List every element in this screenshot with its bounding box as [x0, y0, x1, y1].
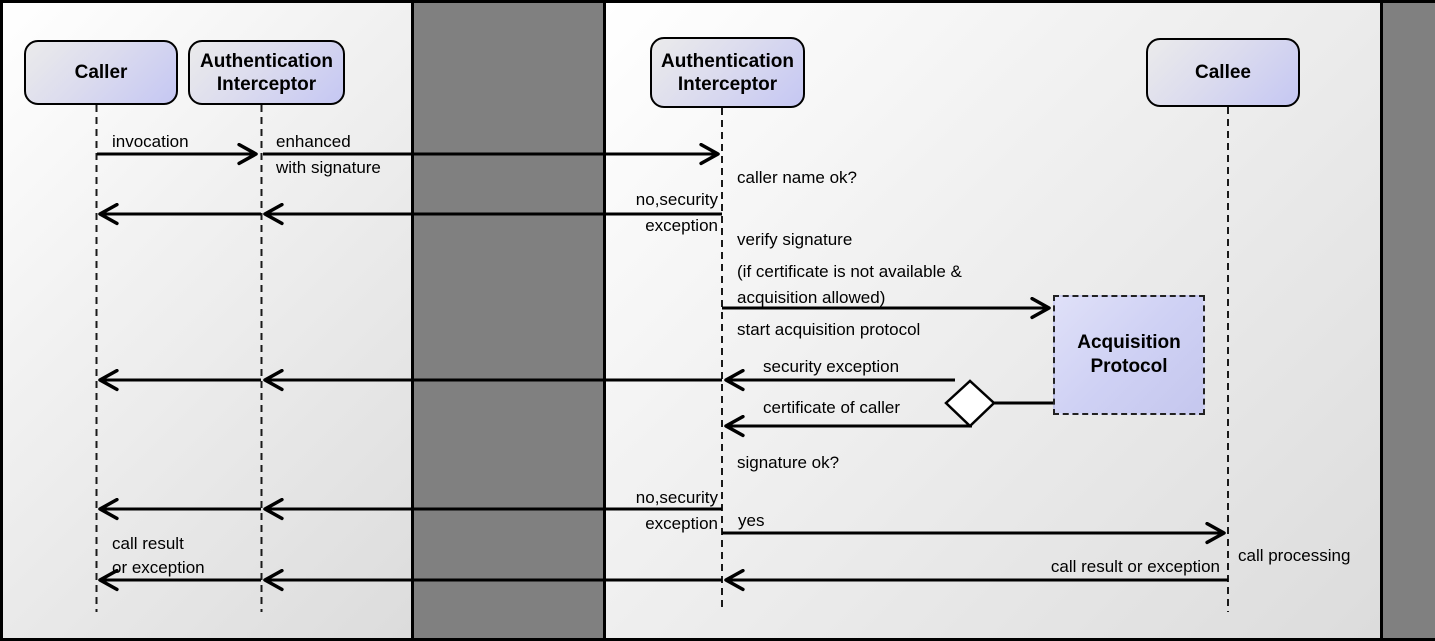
- label-caller-name-ok: caller name ok?: [737, 168, 858, 187]
- label-certificate-of-caller: certificate of caller: [763, 398, 900, 417]
- acquisition-protocol-box: Acquisition Protocol: [1053, 295, 1205, 415]
- label-security-exception: security exception: [763, 357, 900, 376]
- actor-box-caller: Caller: [24, 40, 178, 105]
- label-call-result-or-exception-left: call result or exception: [112, 534, 205, 577]
- actor-box-callee: Callee: [1146, 38, 1300, 107]
- label-start-acquisition-protocol: start acquisition protocol: [737, 320, 921, 339]
- actor-box-auth-interceptor-left: Authentication Interceptor: [188, 40, 345, 105]
- label-invocation: invocation: [112, 132, 189, 151]
- label-certificate-condition: (if certificate is not available & acqui…: [737, 262, 962, 307]
- label-enhanced-with-signature: enhanced with signature: [276, 132, 381, 177]
- left-panel: [0, 0, 414, 641]
- label-no-security-exception-bottom: no,security exception: [635, 488, 718, 533]
- label-signature-ok: signature ok?: [737, 453, 840, 472]
- label-yes: yes: [738, 511, 765, 530]
- label-call-processing: call processing: [1238, 546, 1351, 565]
- label-verify-signature: verify signature: [737, 230, 853, 249]
- actor-box-auth-interceptor-right: Authentication Interceptor: [650, 37, 805, 108]
- label-no-security-exception-top: no,security exception: [635, 190, 718, 235]
- label-call-result-or-exception-right: call result or exception: [1050, 557, 1220, 576]
